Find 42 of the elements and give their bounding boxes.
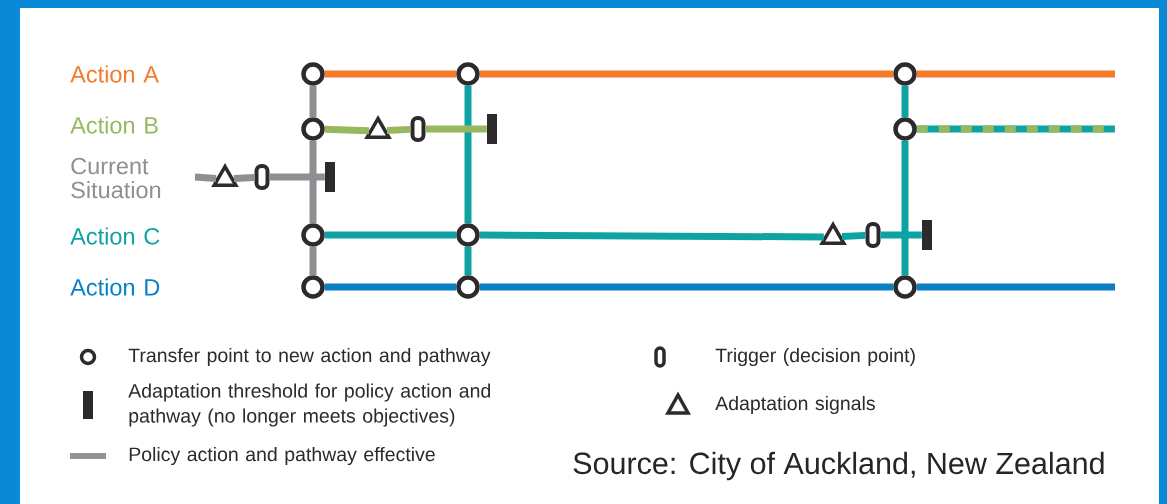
pathway-line: [309, 140, 317, 224]
transfer-circle: [893, 62, 917, 86]
transfer-circle: [893, 117, 917, 141]
pathway-line: [901, 85, 909, 118]
pathway-line: [194, 173, 217, 182]
trigger-symbol: [410, 116, 426, 142]
transfer-circle: [301, 117, 325, 141]
pathway-line: [464, 85, 472, 224]
trigger-symbol: [865, 222, 881, 248]
legend-text: Transfer point to new action and pathway: [128, 347, 491, 367]
pathway-line: [309, 85, 317, 118]
transfer-circle: [301, 275, 325, 299]
legend-text: Policy action and pathway effective: [129, 446, 435, 466]
pathway-line: [479, 70, 894, 78]
threshold-bar: [325, 162, 335, 192]
transfer-circle: [456, 62, 480, 86]
transfer-circle: [301, 223, 325, 247]
source-caption: Source: City of Auckland, New Zealand: [573, 451, 1104, 481]
transfer-circle: [301, 62, 325, 86]
pathway-line: [464, 246, 472, 276]
pathway-line: [324, 231, 457, 239]
pathway-line: [309, 246, 317, 276]
transfer-circle: [456, 275, 480, 299]
pathway-line: [901, 140, 909, 276]
pathway-line: [324, 125, 370, 135]
trigger-symbol: [254, 164, 270, 190]
pathway-line: [233, 173, 255, 182]
action-label: Current Situation: [71, 157, 161, 199]
pathway-line: [324, 283, 457, 291]
transfer-circle: [893, 275, 917, 299]
legend-text: Adaptation signals: [715, 395, 875, 415]
action-label: Action A: [70, 65, 159, 83]
threshold-bar: [487, 114, 497, 144]
pathway-line: [479, 283, 894, 291]
legend-text: Adaptation threshold for policy action and pathway (no longer meets objectives): [128, 383, 490, 427]
action-label: Action D: [70, 278, 160, 296]
pathway-line: [324, 70, 457, 78]
transfer-circle: [456, 223, 480, 247]
threshold-bar: [922, 220, 932, 250]
action-label: Action B: [70, 116, 158, 134]
action-label: Action C: [70, 227, 160, 245]
legend-text: Trigger (decision point): [715, 347, 915, 367]
